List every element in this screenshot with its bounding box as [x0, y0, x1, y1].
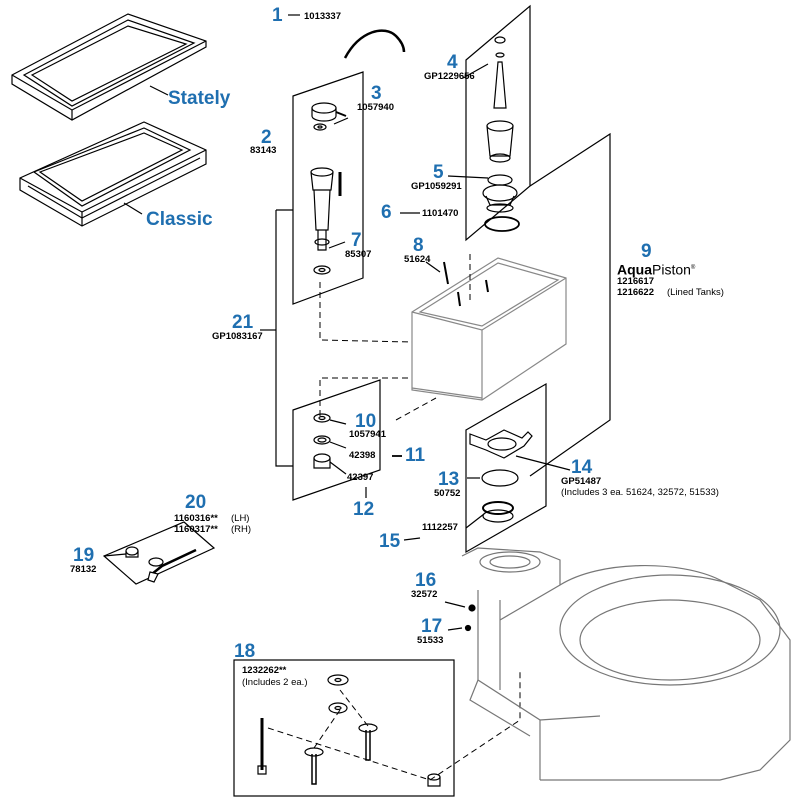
- gasket-panel: [465, 382, 547, 554]
- callout-4-number: 4: [447, 52, 458, 73]
- bolt-kit-parts: [257, 674, 378, 785]
- callout-1-part: 1013337: [304, 11, 341, 22]
- fill-valve-nut: [313, 265, 331, 275]
- lower-valve-panel: [292, 379, 381, 501]
- callout-3-number: 3: [371, 83, 382, 104]
- callout-8-part: 51624: [404, 254, 431, 265]
- trip-lever-handle: [147, 548, 197, 583]
- callout-16-part: 32572: [411, 589, 438, 600]
- assembly-guides: [267, 250, 521, 781]
- classic-leader: [123, 202, 143, 215]
- bolt-kit-box: [233, 659, 455, 797]
- callout-3-part: 1057940: [357, 102, 394, 113]
- callout-6-number: 6: [381, 202, 392, 223]
- trip-lever-nut: [125, 546, 139, 558]
- classic-lid: [19, 121, 207, 227]
- callout-14-note: (Includes 3 ea. 51624, 32572, 51533): [561, 487, 719, 498]
- callout-20-part-lh: 1160316**: [174, 513, 218, 524]
- callout-20-note-rh: (RH): [231, 524, 252, 535]
- toilet-tank: [411, 257, 567, 401]
- callout-18-note: (Includes 2 ea.): [242, 677, 308, 688]
- callout-11-part: 42398: [349, 450, 376, 461]
- callout-11-number: 11: [405, 445, 426, 466]
- callout-19-number: 19: [73, 545, 95, 566]
- tank-bolts: [443, 261, 489, 307]
- fill-valve-body: [310, 167, 342, 251]
- callout-21-number: 21: [232, 312, 254, 333]
- callout-17-part: 51533: [417, 635, 444, 646]
- fill-valve-washer: [313, 123, 327, 131]
- seal-gasket: [481, 469, 519, 487]
- callout-2-part: 83143: [250, 145, 277, 156]
- callout-9-part: 1216617: [617, 276, 654, 287]
- callout-7-part: 85307: [345, 249, 372, 260]
- callout-15-part: 1112257: [422, 522, 458, 533]
- callout-9-number: 9: [641, 241, 652, 262]
- callout-4-part: GP1229656: [424, 71, 475, 82]
- bowl-cap: [427, 773, 441, 787]
- callout-9-part-lined: 1216622: [617, 287, 654, 298]
- aquapiston-brand: AquaPiston®: [617, 261, 696, 278]
- callout-12-part: 42397: [347, 472, 374, 483]
- stately-leader: [149, 85, 169, 96]
- callout-21-part: GP1083167: [212, 331, 263, 342]
- stately-lid: [11, 13, 207, 121]
- fill-valve-panel: [292, 71, 364, 305]
- tank-nut-assembly: [482, 501, 514, 523]
- callout-12-number: 12: [353, 499, 375, 520]
- callout-1-number: 1: [272, 5, 283, 26]
- callout-20-number: 20: [185, 492, 207, 513]
- callout-5-part: GP1059291: [411, 181, 462, 192]
- callout-15-number: 15: [379, 531, 401, 552]
- callout-13-part: 50752: [434, 488, 461, 499]
- callout-6-part: 1101470: [422, 208, 459, 219]
- callout-14-part: GP51487: [561, 476, 602, 487]
- bracket-21: [275, 209, 293, 467]
- flush-valve-parts: [482, 36, 520, 232]
- trip-lever-panel: [102, 521, 216, 585]
- lid-label-classic: Classic: [146, 209, 213, 230]
- callout-19-part: 78132: [70, 564, 97, 575]
- lower-valve-parts: [313, 413, 331, 469]
- callout-13-number: 13: [438, 469, 460, 490]
- toilet-bowl: [461, 547, 791, 781]
- callout-17-number: 17: [421, 616, 443, 637]
- callout-2-number: 2: [261, 127, 272, 148]
- callout-18-part: 1232262**: [242, 665, 287, 676]
- callout-9-note: (Lined Tanks): [667, 287, 724, 298]
- callout-8-number: 8: [413, 235, 424, 256]
- callout-20-part-rh: 1160317**: [174, 524, 218, 535]
- callout-20-note-lh: (LH): [231, 513, 250, 524]
- callout-16-number: 16: [415, 570, 437, 591]
- callout-18-number: 18: [234, 641, 256, 662]
- callout-10-part: 1057941: [349, 429, 386, 440]
- supply-tube: [343, 29, 406, 59]
- callout-7-number: 7: [351, 230, 362, 251]
- lid-label-stately: Stately: [168, 88, 231, 109]
- callout-14-number: 14: [571, 457, 593, 478]
- mounting-plate: [469, 429, 533, 459]
- fill-valve-cap: [311, 102, 347, 122]
- callout-5-number: 5: [433, 162, 444, 183]
- tank-washers: [464, 604, 476, 632]
- callout-10-number: 10: [355, 411, 377, 432]
